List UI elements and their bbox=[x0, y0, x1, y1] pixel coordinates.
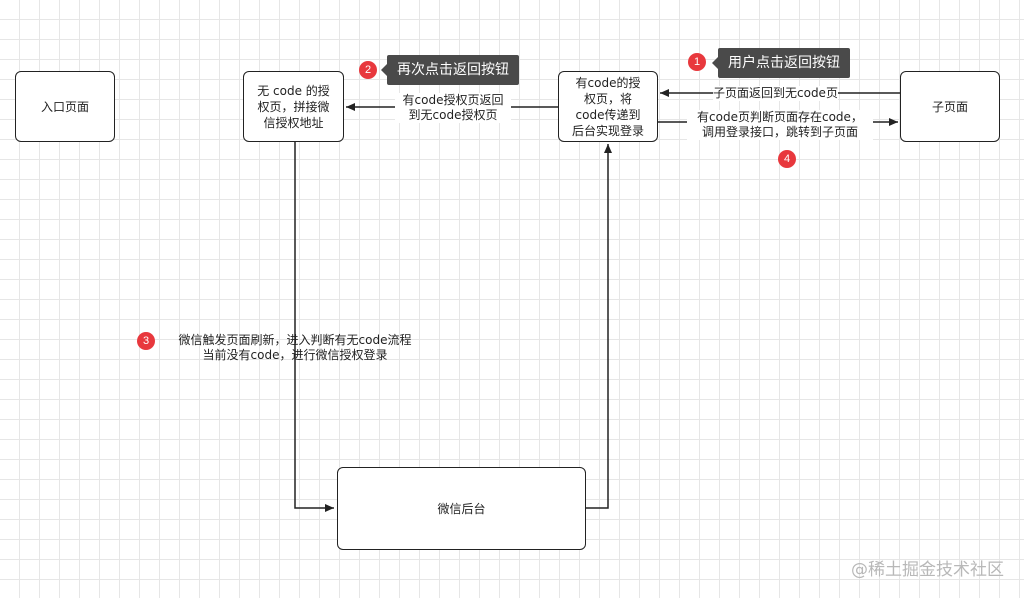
step-callout-2: 再次点击返回按钮 bbox=[381, 55, 519, 85]
node-wechat-backend: 微信后台 bbox=[337, 467, 586, 550]
edge-label-child-to-with-code: 子页面返回到无code页 bbox=[713, 86, 838, 101]
watermark: @稀土掘金技术社区 bbox=[851, 560, 1004, 580]
edge-wechat-to-with-code bbox=[586, 144, 612, 509]
edge-no-code-to-wechat bbox=[294, 142, 334, 512]
step-badge-2: 2 bbox=[359, 61, 377, 79]
edge-label-with-code-to-child: 有code页判断页面存在code， 调用登录接口，跳转到子页面 bbox=[687, 110, 873, 140]
edge-label-refresh: 微信触发页面刷新，进入判断有无code流程 当前没有code，进行微信授权登录 bbox=[178, 333, 412, 362]
node-with-code-auth-page: 有code的授 权页，将 code传递到 后台实现登录 bbox=[558, 71, 658, 142]
edge-label-with-code-to-no-code: 有code授权页返回 到无code授权页 bbox=[395, 93, 511, 123]
step-callout-1: 用户点击返回按钮 bbox=[712, 48, 850, 78]
step-badge-4: 4 bbox=[778, 150, 796, 168]
node-entry-page: 入口页面 bbox=[15, 71, 115, 142]
node-no-code-auth-page: 无 code 的授 权页，拼接微 信授权地址 bbox=[243, 71, 344, 142]
node-child-page: 子页面 bbox=[900, 71, 1000, 142]
step-badge-3: 3 bbox=[137, 332, 155, 350]
step-badge-1: 1 bbox=[688, 53, 706, 71]
